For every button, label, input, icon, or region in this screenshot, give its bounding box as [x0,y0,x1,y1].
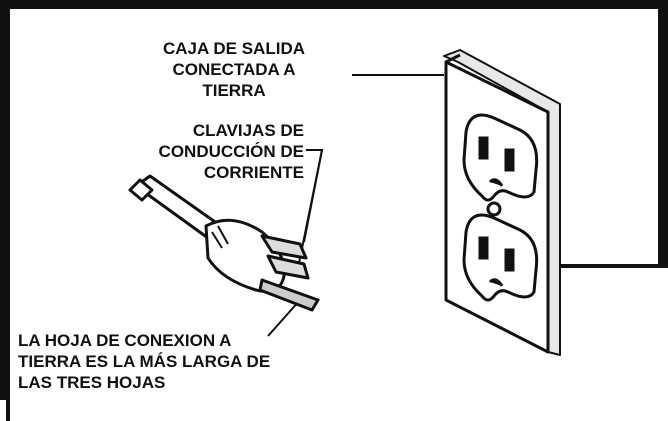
current-pins-label-line: CLAVIJAS DE [192,121,304,140]
plate-screw [486,201,502,217]
frame-border [0,0,668,400]
outlet-box-label-line: CONECTADA A [172,60,296,79]
ground-blade-label-line: LAS TRES HOJAS [18,373,166,392]
ground-blade-label-line: LA HOJA DE CONEXION A [18,331,232,350]
ground-leader [267,299,301,337]
ground-blade-label-line: TIERRA ES LA MÁS LARGA DE [18,352,271,371]
outlet-box-label-line: CAJA DE SALIDA [163,39,305,58]
outlet-wall-plate [443,49,561,356]
outlet-box-label: CAJA DE SALIDA CONECTADA A TIERRA [128,38,340,101]
outlet-receptacle-bottom [462,213,539,302]
plug-and-cord [128,174,320,312]
current-pins-label: CLAVIJAS DE CONDUCCIÓN DE CORRIENTE [130,120,304,183]
frame-left-tail [6,392,10,421]
ground-blade-label: LA HOJA DE CONEXION A TIERRA ES LA MÁS L… [18,330,270,393]
outlet-receptacle-top [462,113,539,202]
current-pins-label-line: CORRIENTE [203,163,304,182]
frame-bottom-edge [530,264,668,268]
outlet-box-label-line: TIERRA [202,81,266,100]
current-pins-label-line: CONDUCCIÓN DE [158,142,304,161]
